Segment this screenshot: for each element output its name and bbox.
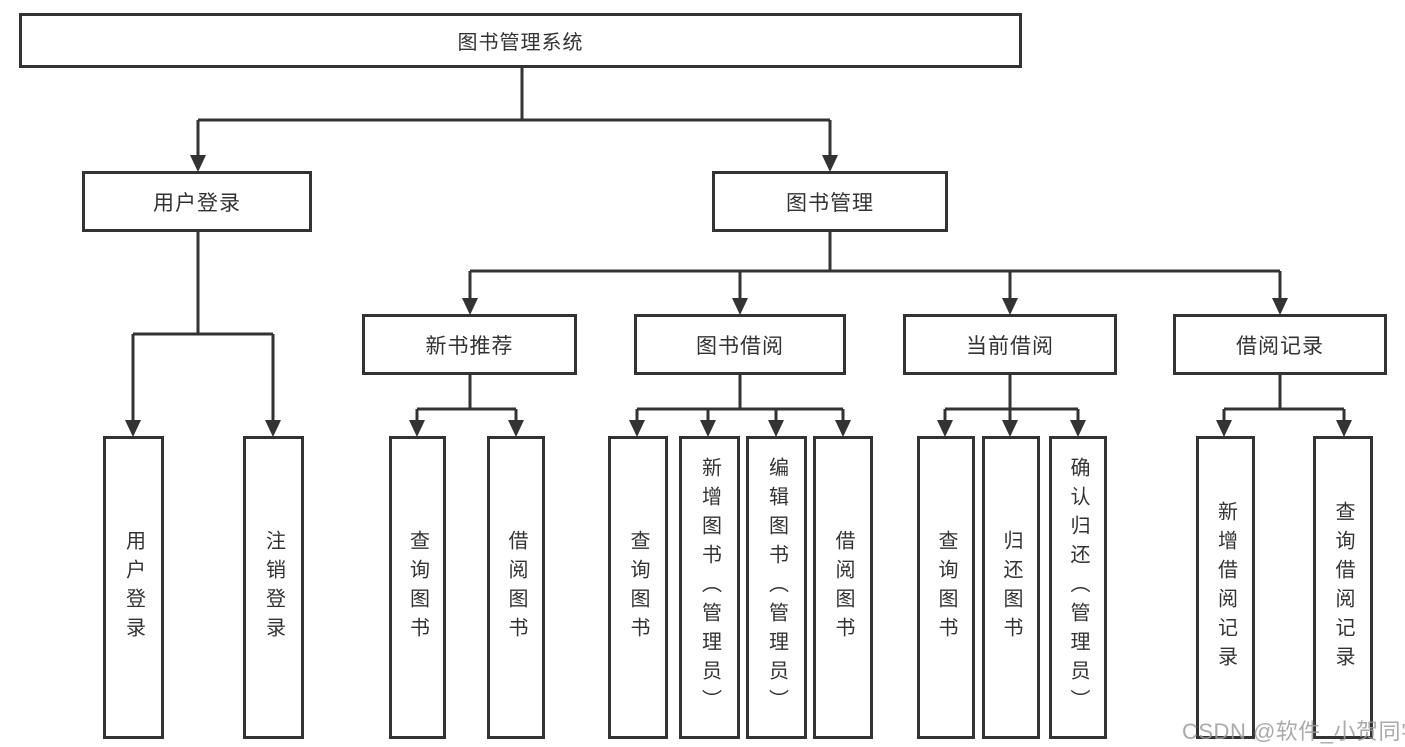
leaf-user-login-label: 用户登录	[122, 529, 145, 646]
node-book-borrowing-label: 图书借阅	[696, 334, 784, 358]
leaf-logout-label: 注销登录	[262, 529, 285, 646]
node-book-management-label: 图书管理	[786, 191, 874, 215]
arrowhead	[937, 420, 953, 437]
leaf-confirm-return-admin: 确认归还（管理员）	[1049, 436, 1107, 739]
arrowhead	[700, 420, 716, 437]
arrowhead	[265, 420, 281, 437]
leaf-logout: 注销登录	[243, 436, 304, 739]
node-new-book-recommend-label: 新书推荐	[425, 334, 514, 358]
leaf-add-borrow-record-label: 新增借阅记录	[1214, 500, 1237, 675]
arrowhead	[190, 155, 206, 172]
leaf-borrow-books: 借阅图书	[813, 436, 873, 739]
arrowhead	[1336, 420, 1352, 437]
arrowhead	[1272, 298, 1288, 315]
node-user-login: 用户登录	[82, 171, 312, 232]
node-new-book-recommend: 新书推荐	[362, 314, 577, 375]
leaf-query-books-borrow-label: 查询图书	[627, 529, 649, 646]
leaf-borrow-books-recommend-label: 借阅图书	[505, 529, 527, 646]
arrowhead	[462, 298, 478, 315]
leaf-query-books-current-label: 查询图书	[935, 529, 957, 646]
arrowhead	[1070, 420, 1086, 437]
leaf-edit-books-admin-label: 编辑图书（管理员）	[765, 457, 788, 718]
arrowheads	[125, 155, 1352, 437]
leaf-borrow-books-label: 借阅图书	[832, 529, 854, 646]
arrowhead	[1002, 420, 1018, 437]
leaf-confirm-return-admin-label: 确认归还（管理员）	[1067, 457, 1089, 718]
leaf-user-login: 用户登录	[103, 436, 164, 739]
arrowhead	[125, 420, 141, 437]
leaf-add-books-admin-label: 新增图书（管理员）	[698, 457, 721, 718]
leaf-return-books: 归还图书	[982, 436, 1040, 739]
connector-lines	[131, 68, 1346, 422]
leaf-query-borrow-record: 查询借阅记录	[1313, 436, 1373, 739]
csdn-watermark: CSDN @软件_小贺同学	[1182, 719, 1405, 744]
arrowhead	[732, 298, 748, 315]
leaf-query-books-current: 查询图书	[917, 436, 975, 739]
arrowhead	[508, 420, 524, 437]
node-book-borrowing: 图书借阅	[634, 314, 846, 375]
arrowhead	[409, 420, 425, 437]
arrowhead	[1002, 298, 1018, 315]
node-book-management: 图书管理	[712, 171, 948, 232]
node-borrowing-records: 借阅记录	[1173, 314, 1387, 375]
node-borrowing-records-label: 借阅记录	[1236, 334, 1324, 358]
arrowhead	[1216, 420, 1232, 437]
leaf-query-borrow-record-label: 查询借阅记录	[1332, 500, 1354, 675]
node-user-login-label: 用户登录	[153, 191, 241, 215]
arrowhead	[835, 420, 851, 437]
node-current-borrowing-label: 当前借阅	[966, 334, 1054, 358]
leaf-add-borrow-record: 新增借阅记录	[1196, 436, 1255, 739]
leaf-edit-books-admin: 编辑图书（管理员）	[746, 436, 807, 739]
leaf-return-books-label: 归还图书	[1000, 529, 1022, 646]
node-system-root: 图书管理系统	[19, 13, 1022, 68]
arrowhead	[629, 420, 645, 437]
leaf-borrow-books-recommend: 借阅图书	[487, 436, 545, 739]
leaf-query-books-recommend: 查询图书	[389, 436, 446, 739]
arrowhead	[822, 155, 838, 172]
node-current-borrowing: 当前借阅	[903, 314, 1117, 375]
leaf-query-books-borrow: 查询图书	[608, 436, 668, 739]
node-system-root-label: 图书管理系统	[457, 32, 584, 54]
leaf-query-books-recommend-label: 查询图书	[406, 529, 429, 646]
leaf-add-books-admin: 新增图书（管理员）	[679, 436, 740, 739]
arrowhead	[768, 420, 784, 437]
